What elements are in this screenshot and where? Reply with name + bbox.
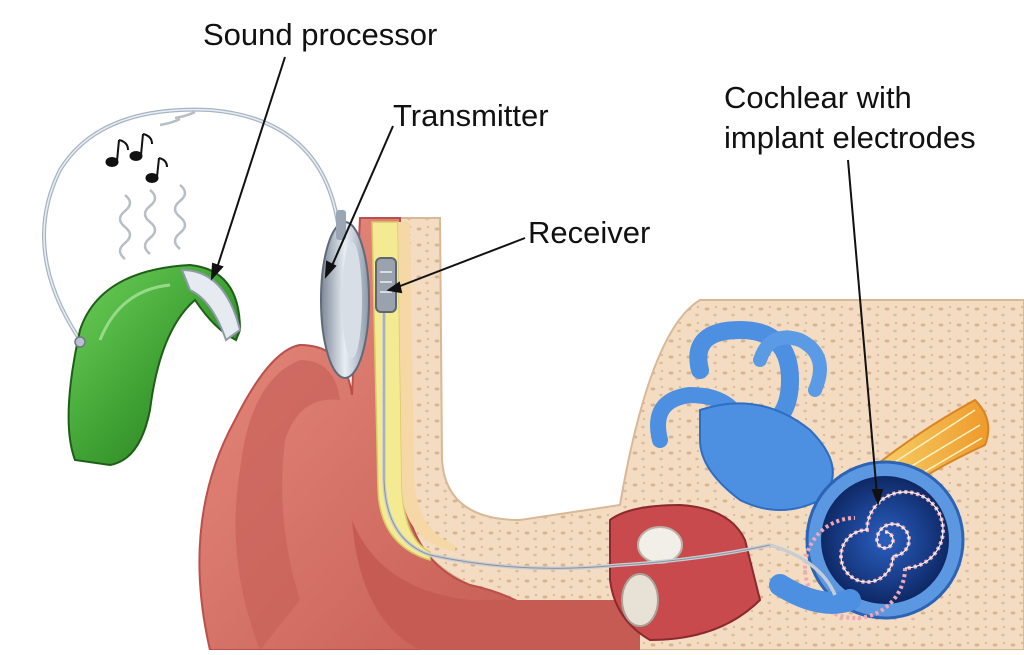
label-cochlear-line2: implant electrodes	[724, 120, 976, 155]
label-cochlear-line1: Cochlear with	[724, 80, 912, 115]
receiver-implant	[375, 257, 397, 313]
headband-wire	[42, 107, 342, 342]
leader-cochlear	[847, 159, 878, 496]
middle-ear	[609, 503, 762, 642]
electrode-lead	[382, 300, 837, 596]
leader-transmitter	[330, 125, 394, 269]
leader-lines	[210, 56, 884, 507]
sound-processor-device	[67, 263, 242, 467]
label-transmitter: Transmitter	[393, 98, 549, 133]
sound-wave-icon	[118, 110, 196, 260]
label-sound-processor: Sound processor	[203, 17, 438, 52]
music-notes-icon	[105, 133, 168, 183]
cochlea	[769, 460, 965, 620]
inner-ear-vestibule	[650, 320, 834, 511]
leader-receiver	[394, 237, 526, 289]
label-receiver: Receiver	[528, 215, 651, 250]
leader-sound-processor	[216, 56, 286, 269]
